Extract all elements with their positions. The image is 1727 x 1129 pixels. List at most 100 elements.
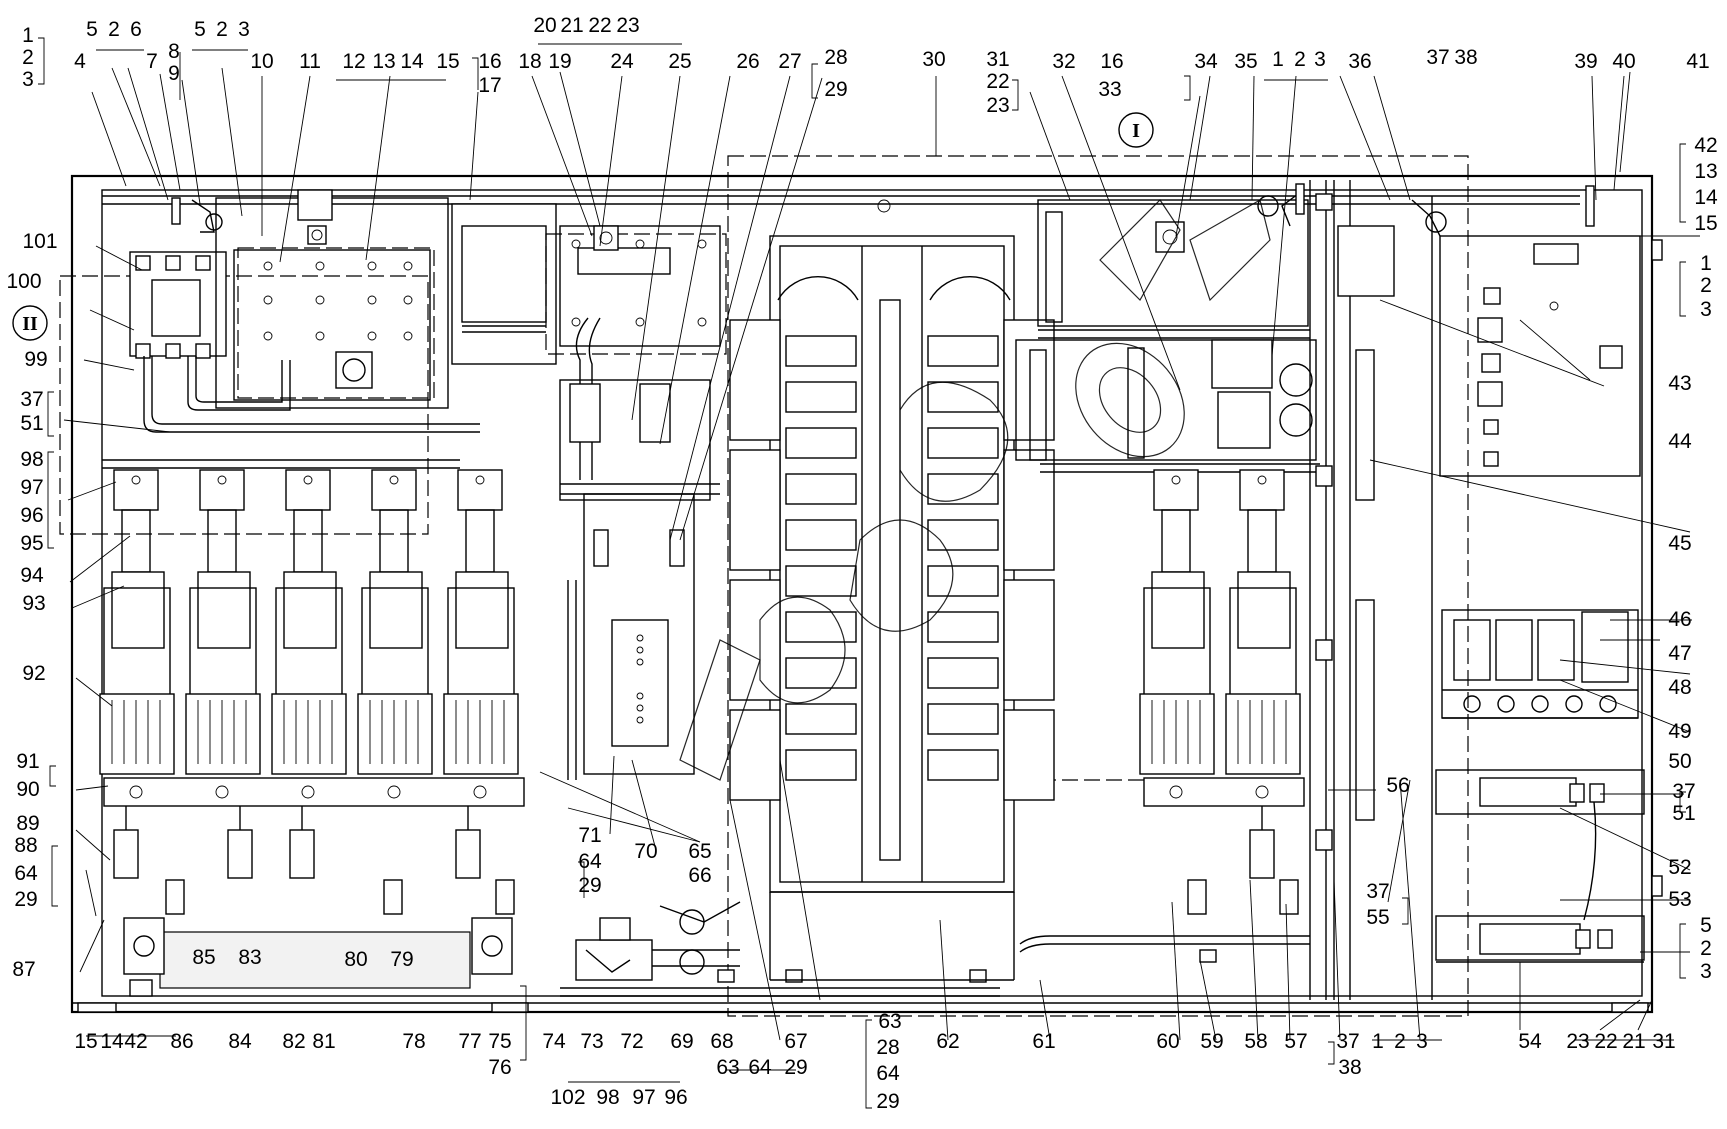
- callout-label-top: 36: [1348, 50, 1371, 73]
- callout-label-right: 42: [1694, 134, 1717, 157]
- callout-label-left: 87: [12, 958, 35, 981]
- callout-label-top: 22: [588, 14, 611, 37]
- callout-label-bottom: 69: [670, 1030, 693, 1053]
- watermark: [679, 199, 1271, 781]
- callout-label-left: 51: [20, 412, 43, 435]
- callout-label-bottom: 38: [1338, 1056, 1361, 1079]
- callout-label-inner: 29: [578, 874, 601, 897]
- callout-label-top: 9: [168, 62, 180, 85]
- callout-label-left: 101: [22, 230, 57, 253]
- callout-label-left: 37: [20, 388, 43, 411]
- contactor-unit: [185, 469, 261, 775]
- callout-label-top: 20: [533, 14, 556, 37]
- callout-label-bottom: 23: [1566, 1030, 1589, 1053]
- callout-label-inner: 80: [344, 948, 367, 971]
- callout-label-left: 90: [16, 778, 39, 801]
- callout-label-right: 53: [1668, 888, 1691, 911]
- right-control-cabinet: [1411, 185, 1663, 1000]
- callout-label-bottom: 61: [1032, 1030, 1055, 1053]
- callout-label-top: 28: [824, 46, 847, 69]
- contactor-group-right: [1019, 463, 1320, 963]
- callout-label-left: 98: [20, 448, 43, 471]
- callout-label-top: 5: [194, 18, 206, 41]
- callout-label-bottom: 72: [620, 1030, 643, 1053]
- callout-label-right: 1: [1700, 252, 1712, 275]
- callout-label-inner: 64: [578, 850, 602, 873]
- callout-label-right: 5: [1700, 914, 1712, 937]
- callout-label-right: 2: [1700, 274, 1712, 297]
- callout-label-bottom: 98: [596, 1086, 619, 1109]
- contactor-unit: [443, 469, 519, 775]
- callout-label-inner: 79: [390, 948, 413, 971]
- callout-label-inner: 56: [1386, 774, 1409, 797]
- callout-label-bottom: 31: [1652, 1030, 1675, 1053]
- callout-label-top: 34: [1194, 50, 1218, 73]
- callout-label-top: 19: [548, 50, 571, 73]
- callout-label-bottom: 28: [876, 1036, 899, 1059]
- contactor-unit: [357, 469, 433, 775]
- callout-label-bottom: 22: [1594, 1030, 1617, 1053]
- callout-label-top: 31: [986, 48, 1009, 71]
- callout-label-bottom: 74: [542, 1030, 566, 1053]
- callout-label-right: 44: [1668, 430, 1692, 453]
- callout-label-top: 38: [1454, 46, 1477, 69]
- callout-label-bottom: 64: [876, 1062, 900, 1085]
- callout-label-right: 49: [1668, 720, 1691, 743]
- callout-label-bottom: 29: [784, 1056, 807, 1079]
- callout-label-top: 16: [478, 50, 501, 73]
- central-reactor: [729, 199, 1055, 981]
- contactor-unit: [271, 469, 347, 775]
- callout-label-top: 2: [216, 18, 228, 41]
- callout-label-top: 1: [1272, 48, 1284, 71]
- callout-label-bottom: 78: [402, 1030, 425, 1053]
- callout-label-top: 6: [130, 18, 142, 41]
- callout-label-bottom: 73: [580, 1030, 603, 1053]
- callout-label-right: 45: [1668, 532, 1691, 555]
- callout-label-right: 14: [1694, 186, 1718, 209]
- callout-label-top: 16: [1100, 50, 1123, 73]
- callout-label-top: 18: [518, 50, 541, 73]
- callout-label-right: 37: [1672, 780, 1695, 803]
- callout-label-bottom: 54: [1518, 1030, 1542, 1053]
- section-marker-label: I: [1132, 120, 1140, 142]
- contactor-unit: [1225, 469, 1301, 775]
- callout-label-top: 7: [146, 50, 158, 73]
- callout-label-top: 40: [1612, 50, 1635, 73]
- section-outlines: [59, 155, 1469, 1017]
- callout-label-bottom: 37: [1336, 1030, 1359, 1053]
- callout-label-bottom: 68: [710, 1030, 733, 1053]
- callout-label-top: 23: [616, 14, 639, 37]
- callout-label-bottom: 63: [716, 1056, 739, 1079]
- callout-label-top: 23: [986, 94, 1009, 117]
- callout-label-bottom: 84: [228, 1030, 252, 1053]
- right-center-upper: [1015, 183, 1317, 461]
- callout-label-right: 43: [1668, 372, 1691, 395]
- callout-label-bottom: 96: [664, 1086, 687, 1109]
- callout-label-top: 14: [400, 50, 424, 73]
- callout-label-bottom: 75: [488, 1030, 511, 1053]
- callout-label-inner: 70: [634, 840, 657, 863]
- callout-label-top: 30: [922, 48, 945, 71]
- callout-label-left: 88: [14, 834, 37, 857]
- callout-label-bottom: 82: [282, 1030, 305, 1053]
- bottom-piping: [560, 901, 1000, 997]
- callout-label-top: 3: [1314, 48, 1326, 71]
- callout-label-inner: 65: [688, 840, 711, 863]
- callout-label-bottom: 58: [1244, 1030, 1267, 1053]
- callout-label-top: 10: [250, 50, 273, 73]
- callout-label-top: 33: [1098, 78, 1121, 101]
- callout-label-bottom: 63: [878, 1010, 901, 1033]
- callout-label-top: 25: [668, 50, 691, 73]
- callout-label-inner: 83: [238, 946, 261, 969]
- callout-label-right: 15: [1694, 212, 1717, 235]
- callout-label-inner: 85: [192, 946, 215, 969]
- callout-label-right: 51: [1672, 802, 1695, 825]
- callout-label-bottom: 3: [1416, 1030, 1428, 1053]
- middle-column: [559, 379, 720, 780]
- callout-label-left: 64: [14, 862, 38, 885]
- callout-label-top: 22: [986, 70, 1009, 93]
